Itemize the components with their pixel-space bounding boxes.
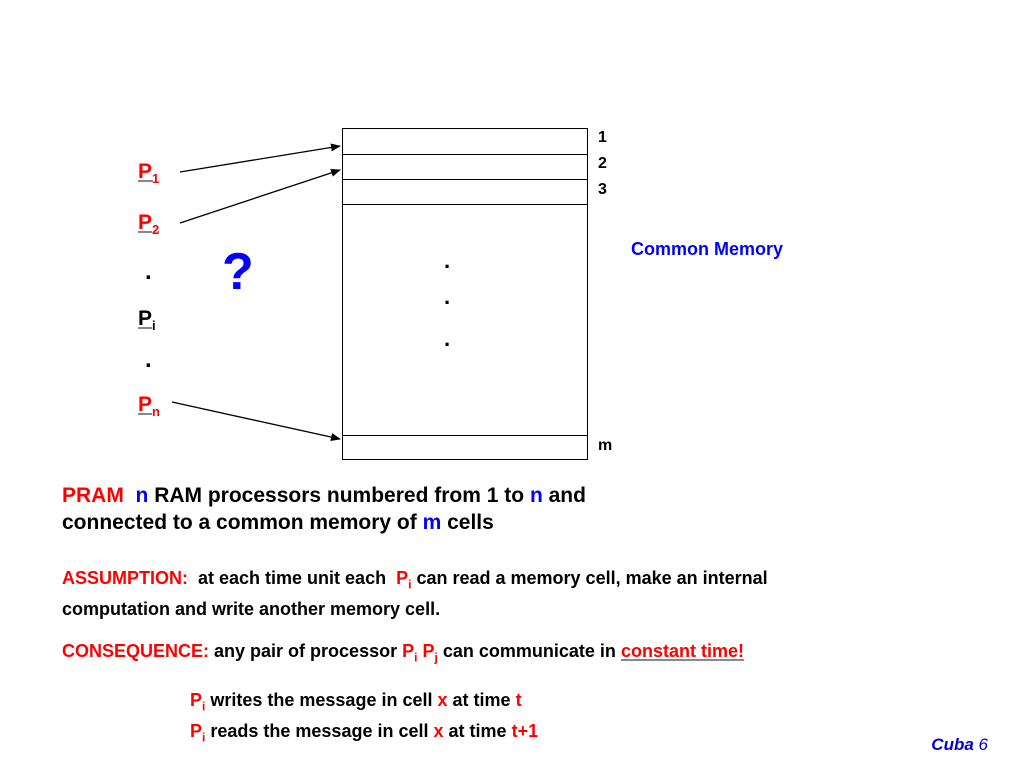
question-mark: ? [222,243,254,301]
processor-ref: Pi [190,690,206,714]
message-list: Pi writes the message in cell x at time … [190,688,538,749]
footer-name: Cuba [931,735,974,754]
memory-index-1: 1 [598,129,607,146]
pram-line-2: connected to a common memory of m cells [62,511,494,534]
page-number: 6 [978,735,988,754]
pram-line-1: PRAM n RAM processors numbered from 1 to… [62,484,586,507]
arrow-p1-to-cell1 [179,143,341,173]
arrow-p2-to-cell2 [179,169,341,224]
assumption-label: ASSUMPTION: [62,568,188,588]
memory-cell-divider [343,204,587,205]
processor-pn: Pn [138,393,160,420]
processor-p2: P2 [138,211,160,238]
n-variable: n [135,484,149,507]
processor-p1: P1 [138,160,160,187]
memory-ellipsis-dot: . [444,248,451,273]
arrow-pn-to-cellm [171,401,341,441]
memory-cell-divider [343,154,587,155]
pram-term: PRAM [62,484,124,507]
slide-footer: Cuba 6 [931,735,988,755]
common-memory-label: Common Memory [631,239,784,259]
memory-ellipsis-dot: . [444,284,451,309]
memory-index-3: 3 [598,181,607,198]
processor-ellipsis-dot: . [145,258,152,285]
consequence-label: CONSEQUENCE: [62,641,210,661]
constant-time-highlight: constant time! [620,641,744,661]
processor-pi: Pi [138,307,156,334]
processor-ref: Pi [190,720,206,745]
memory-cell-divider [343,179,587,180]
m-variable: m [422,511,442,534]
assumption-paragraph: ASSUMPTION: at each time unit each Pi ca… [62,568,768,619]
processor-ref: Pj [422,641,438,665]
processor-ellipsis-dot: . [145,346,152,373]
processor-ref: Pi [396,568,412,592]
memory-index-m: m [598,437,613,454]
message-line-read: Pi reads the message in cell x at time t… [190,720,539,745]
memory-ellipsis-dot: . [444,326,451,351]
consequence-paragraph: CONSEQUENCE: any pair of processor Pi Pj… [62,641,744,665]
processor-ref: Pi [402,641,418,665]
pram-definition: PRAM n RAM processors numbered from 1 to… [62,482,586,536]
common-memory-block [342,128,588,460]
message-line-write: Pi writes the message in cell x at time … [190,690,522,714]
n-variable: n [529,484,543,507]
memory-cell-divider [343,435,587,436]
memory-index-2: 2 [598,155,607,172]
